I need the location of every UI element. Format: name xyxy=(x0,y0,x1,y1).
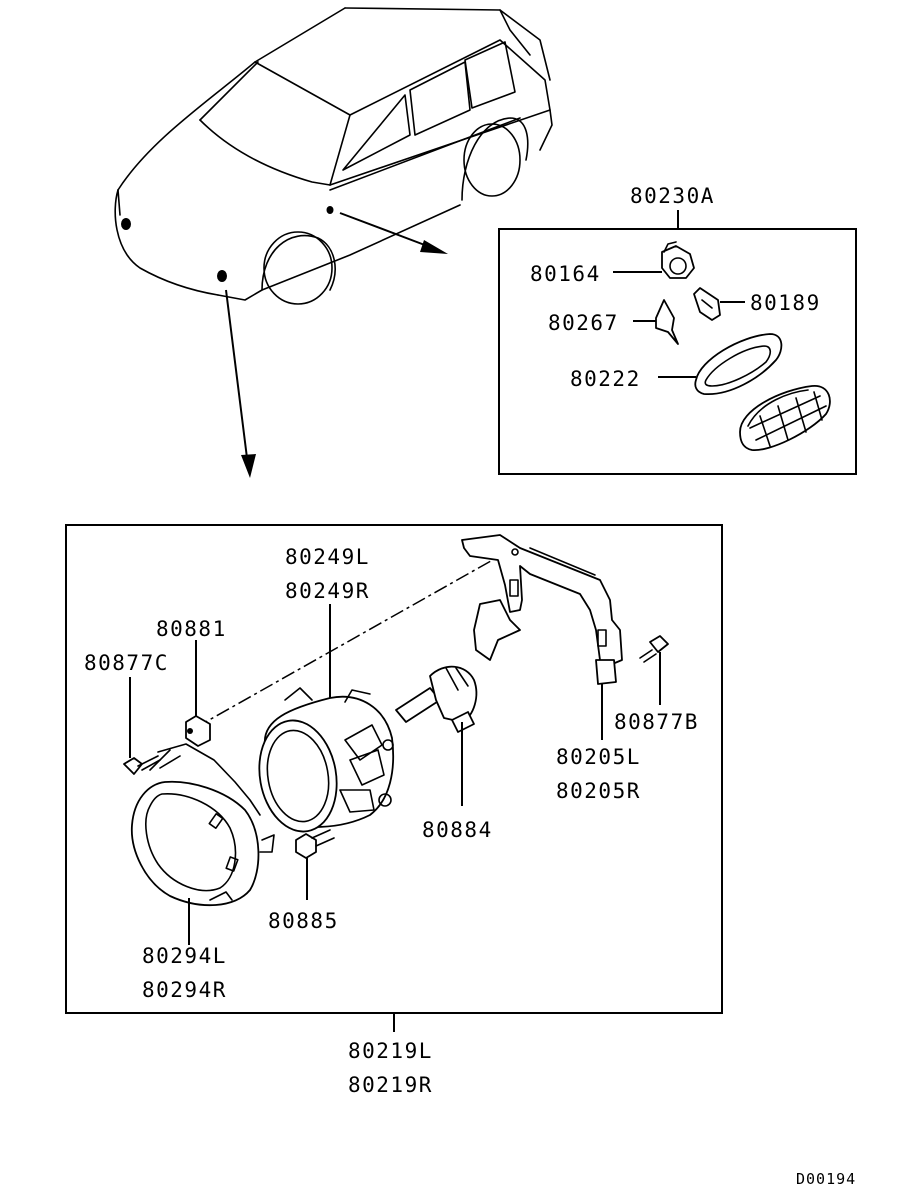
fog-bulb-icon xyxy=(395,665,478,733)
gasket-icon xyxy=(694,333,783,395)
fog-lamp-right-label: 80249R xyxy=(285,579,370,603)
fog-lamp-left-label: 80249L xyxy=(285,545,370,569)
bolt-icon xyxy=(295,829,335,859)
socket-label: 80164 xyxy=(530,262,601,286)
assembly-left-label: 80219L xyxy=(348,1039,433,1063)
side-marker-kit-label: 80230A xyxy=(630,184,715,208)
side-marker-box xyxy=(498,228,857,475)
marker-bulb-icon xyxy=(693,287,721,321)
bracket-icon xyxy=(461,534,623,685)
bezel-icon xyxy=(131,743,275,907)
nut-icon xyxy=(185,715,211,747)
bracket-left-label: 80205L xyxy=(556,745,641,769)
bezel-right-label: 80294R xyxy=(142,978,227,1002)
clip-label: 80267 xyxy=(548,311,619,335)
screw-c-label: 80877C xyxy=(84,651,169,675)
screw-b-icon xyxy=(639,635,669,663)
bolt-label: 80885 xyxy=(268,909,339,933)
bracket-right-label: 80205R xyxy=(556,779,641,803)
socket-icon xyxy=(661,241,695,279)
bezel-left-label: 80294L xyxy=(142,944,227,968)
fog-bulb-label: 80884 xyxy=(422,818,493,842)
diagram-code: D00194 xyxy=(796,1170,856,1187)
screw-c-icon xyxy=(123,755,161,775)
marker-lens-icon xyxy=(739,385,831,451)
marker-bulb-label: 80189 xyxy=(750,291,821,315)
screw-b-label: 80877B xyxy=(614,710,699,734)
fog-lamp-box xyxy=(65,524,723,1014)
vehicle-illustration xyxy=(114,7,553,478)
clip-icon xyxy=(655,299,679,345)
nut-label: 80881 xyxy=(156,617,227,641)
fog-lamp-icon xyxy=(258,687,395,833)
gasket-label: 80222 xyxy=(570,367,641,391)
assembly-right-label: 80219R xyxy=(348,1073,433,1097)
